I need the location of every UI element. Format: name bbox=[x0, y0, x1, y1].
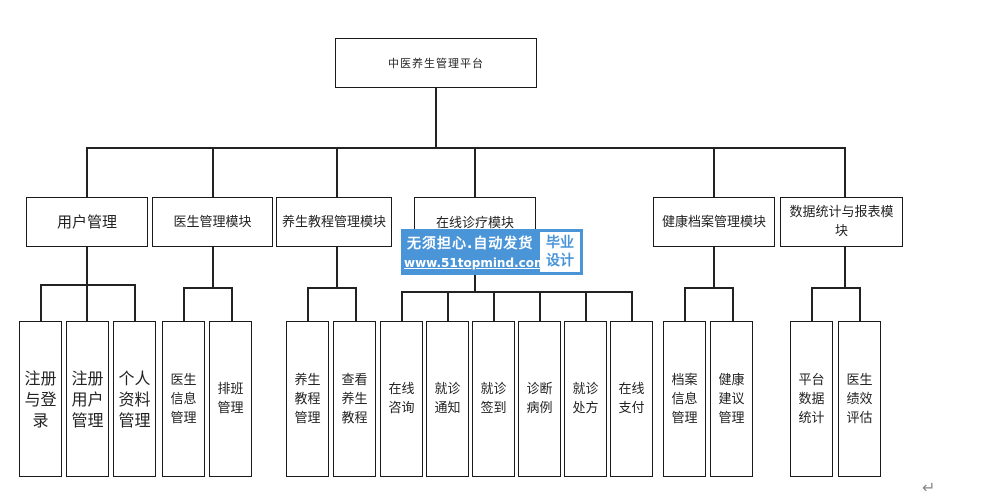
connector bbox=[713, 247, 715, 288]
module-statistics-reports: 数据统计与报表模块 bbox=[780, 197, 903, 247]
connector bbox=[212, 147, 214, 197]
connector bbox=[844, 247, 846, 288]
leaf-node: 在线支付 bbox=[610, 321, 653, 477]
connector bbox=[355, 287, 357, 321]
leaf-node: 医生信息管理 bbox=[162, 321, 205, 477]
connector bbox=[811, 287, 813, 321]
connector bbox=[631, 291, 633, 321]
connector bbox=[307, 287, 309, 321]
leaf-label: 医生信息管理 bbox=[170, 372, 197, 426]
connector bbox=[40, 284, 135, 286]
leaf-node: 养生教程管理 bbox=[286, 321, 329, 477]
leaf-node: 档案信息管理 bbox=[663, 321, 706, 477]
connector bbox=[212, 247, 214, 288]
connector bbox=[684, 287, 733, 289]
connector bbox=[447, 291, 449, 321]
module-label: 用户管理 bbox=[56, 212, 117, 231]
connector bbox=[585, 291, 587, 321]
leaf-label: 健康建议管理 bbox=[718, 372, 745, 426]
leaf-label: 在线咨询 bbox=[388, 382, 415, 416]
watermark-url-link[interactable]: www.51topmind.com bbox=[404, 256, 547, 270]
connector bbox=[86, 247, 88, 285]
leaf-label: 个人资料管理 bbox=[118, 368, 151, 430]
leaf-node: 诊断病例 bbox=[518, 321, 561, 477]
leaf-label: 医生绩效评估 bbox=[846, 372, 873, 426]
leaf-node: 注册与登录 bbox=[19, 321, 62, 477]
connector bbox=[539, 291, 541, 321]
leaf-node: 个人资料管理 bbox=[113, 321, 156, 477]
leaf-node: 在线咨询 bbox=[380, 321, 423, 477]
module-label: 在线诊疗模块 bbox=[435, 216, 514, 231]
connector bbox=[474, 147, 476, 197]
connector bbox=[307, 287, 356, 289]
module-health-records: 健康档案管理模块 bbox=[653, 197, 775, 247]
module-user-management: 用户管理 bbox=[26, 197, 148, 247]
leaf-node: 就诊处方 bbox=[564, 321, 607, 477]
leaf-label: 查看养生教程 bbox=[341, 372, 368, 426]
leaf-label: 诊断病例 bbox=[526, 382, 553, 416]
connector bbox=[336, 147, 338, 197]
watermark-slogan: 无须担心.自动发货 bbox=[407, 236, 534, 252]
connector bbox=[231, 287, 233, 321]
connector bbox=[859, 287, 861, 321]
leaf-node: 平台数据统计 bbox=[790, 321, 833, 477]
connector bbox=[336, 247, 338, 288]
module-doctor-management: 医生管理模块 bbox=[152, 197, 273, 247]
leaf-node: 医生绩效评估 bbox=[838, 321, 881, 477]
leaf-node: 注册用户管理 bbox=[66, 321, 109, 477]
watermark-badge: 毕业 设计 bbox=[540, 232, 580, 272]
connector bbox=[713, 147, 715, 197]
leaf-label: 档案信息管理 bbox=[671, 372, 698, 426]
module-label: 养生教程管理模块 bbox=[281, 214, 386, 230]
connector bbox=[183, 287, 185, 321]
connector bbox=[493, 291, 495, 321]
connector bbox=[811, 287, 860, 289]
connector bbox=[86, 284, 88, 321]
leaf-node: 健康建议管理 bbox=[710, 321, 753, 477]
leaf-node: 查看养生教程 bbox=[333, 321, 376, 477]
leaf-node: 就诊通知 bbox=[426, 321, 469, 477]
leaf-node: 就诊签到 bbox=[472, 321, 515, 477]
badge-top: 毕业 bbox=[546, 235, 574, 251]
module-label: 医生管理模块 bbox=[173, 214, 252, 230]
module-label: 数据统计与报表模块 bbox=[789, 205, 894, 239]
connector bbox=[844, 147, 846, 197]
root-label: 中医养生管理平台 bbox=[388, 57, 484, 70]
leaf-label: 注册与登录 bbox=[24, 368, 57, 430]
connector bbox=[40, 284, 42, 321]
paragraph-mark-icon: ↵ bbox=[922, 478, 936, 497]
module-tutorial-management: 养生教程管理模块 bbox=[276, 197, 392, 247]
leaf-label: 就诊通知 bbox=[434, 382, 461, 416]
leaf-label: 就诊签到 bbox=[480, 382, 507, 416]
connector bbox=[134, 284, 136, 321]
watermark-banner[interactable]: 无须担心.自动发货 www.51topmind.com 毕业 设计 bbox=[401, 229, 583, 275]
module-label: 健康档案管理模块 bbox=[661, 214, 766, 230]
connector bbox=[684, 287, 686, 321]
leaf-label: 在线支付 bbox=[618, 382, 645, 416]
connector bbox=[183, 287, 232, 289]
connector bbox=[401, 291, 403, 321]
connector bbox=[435, 88, 437, 148]
leaf-label: 平台数据统计 bbox=[798, 372, 825, 426]
badge-bottom: 设计 bbox=[546, 253, 574, 269]
leaf-label: 注册用户管理 bbox=[71, 368, 104, 430]
leaf-label: 就诊处方 bbox=[572, 382, 599, 416]
leaf-node: 排班管理 bbox=[209, 321, 252, 477]
root-node: 中医养生管理平台 bbox=[335, 38, 537, 88]
leaf-label: 排班管理 bbox=[217, 382, 244, 416]
connector bbox=[401, 291, 632, 293]
leaf-label: 养生教程管理 bbox=[294, 372, 321, 426]
connector bbox=[86, 147, 846, 149]
connector bbox=[732, 287, 734, 321]
connector bbox=[86, 147, 88, 197]
